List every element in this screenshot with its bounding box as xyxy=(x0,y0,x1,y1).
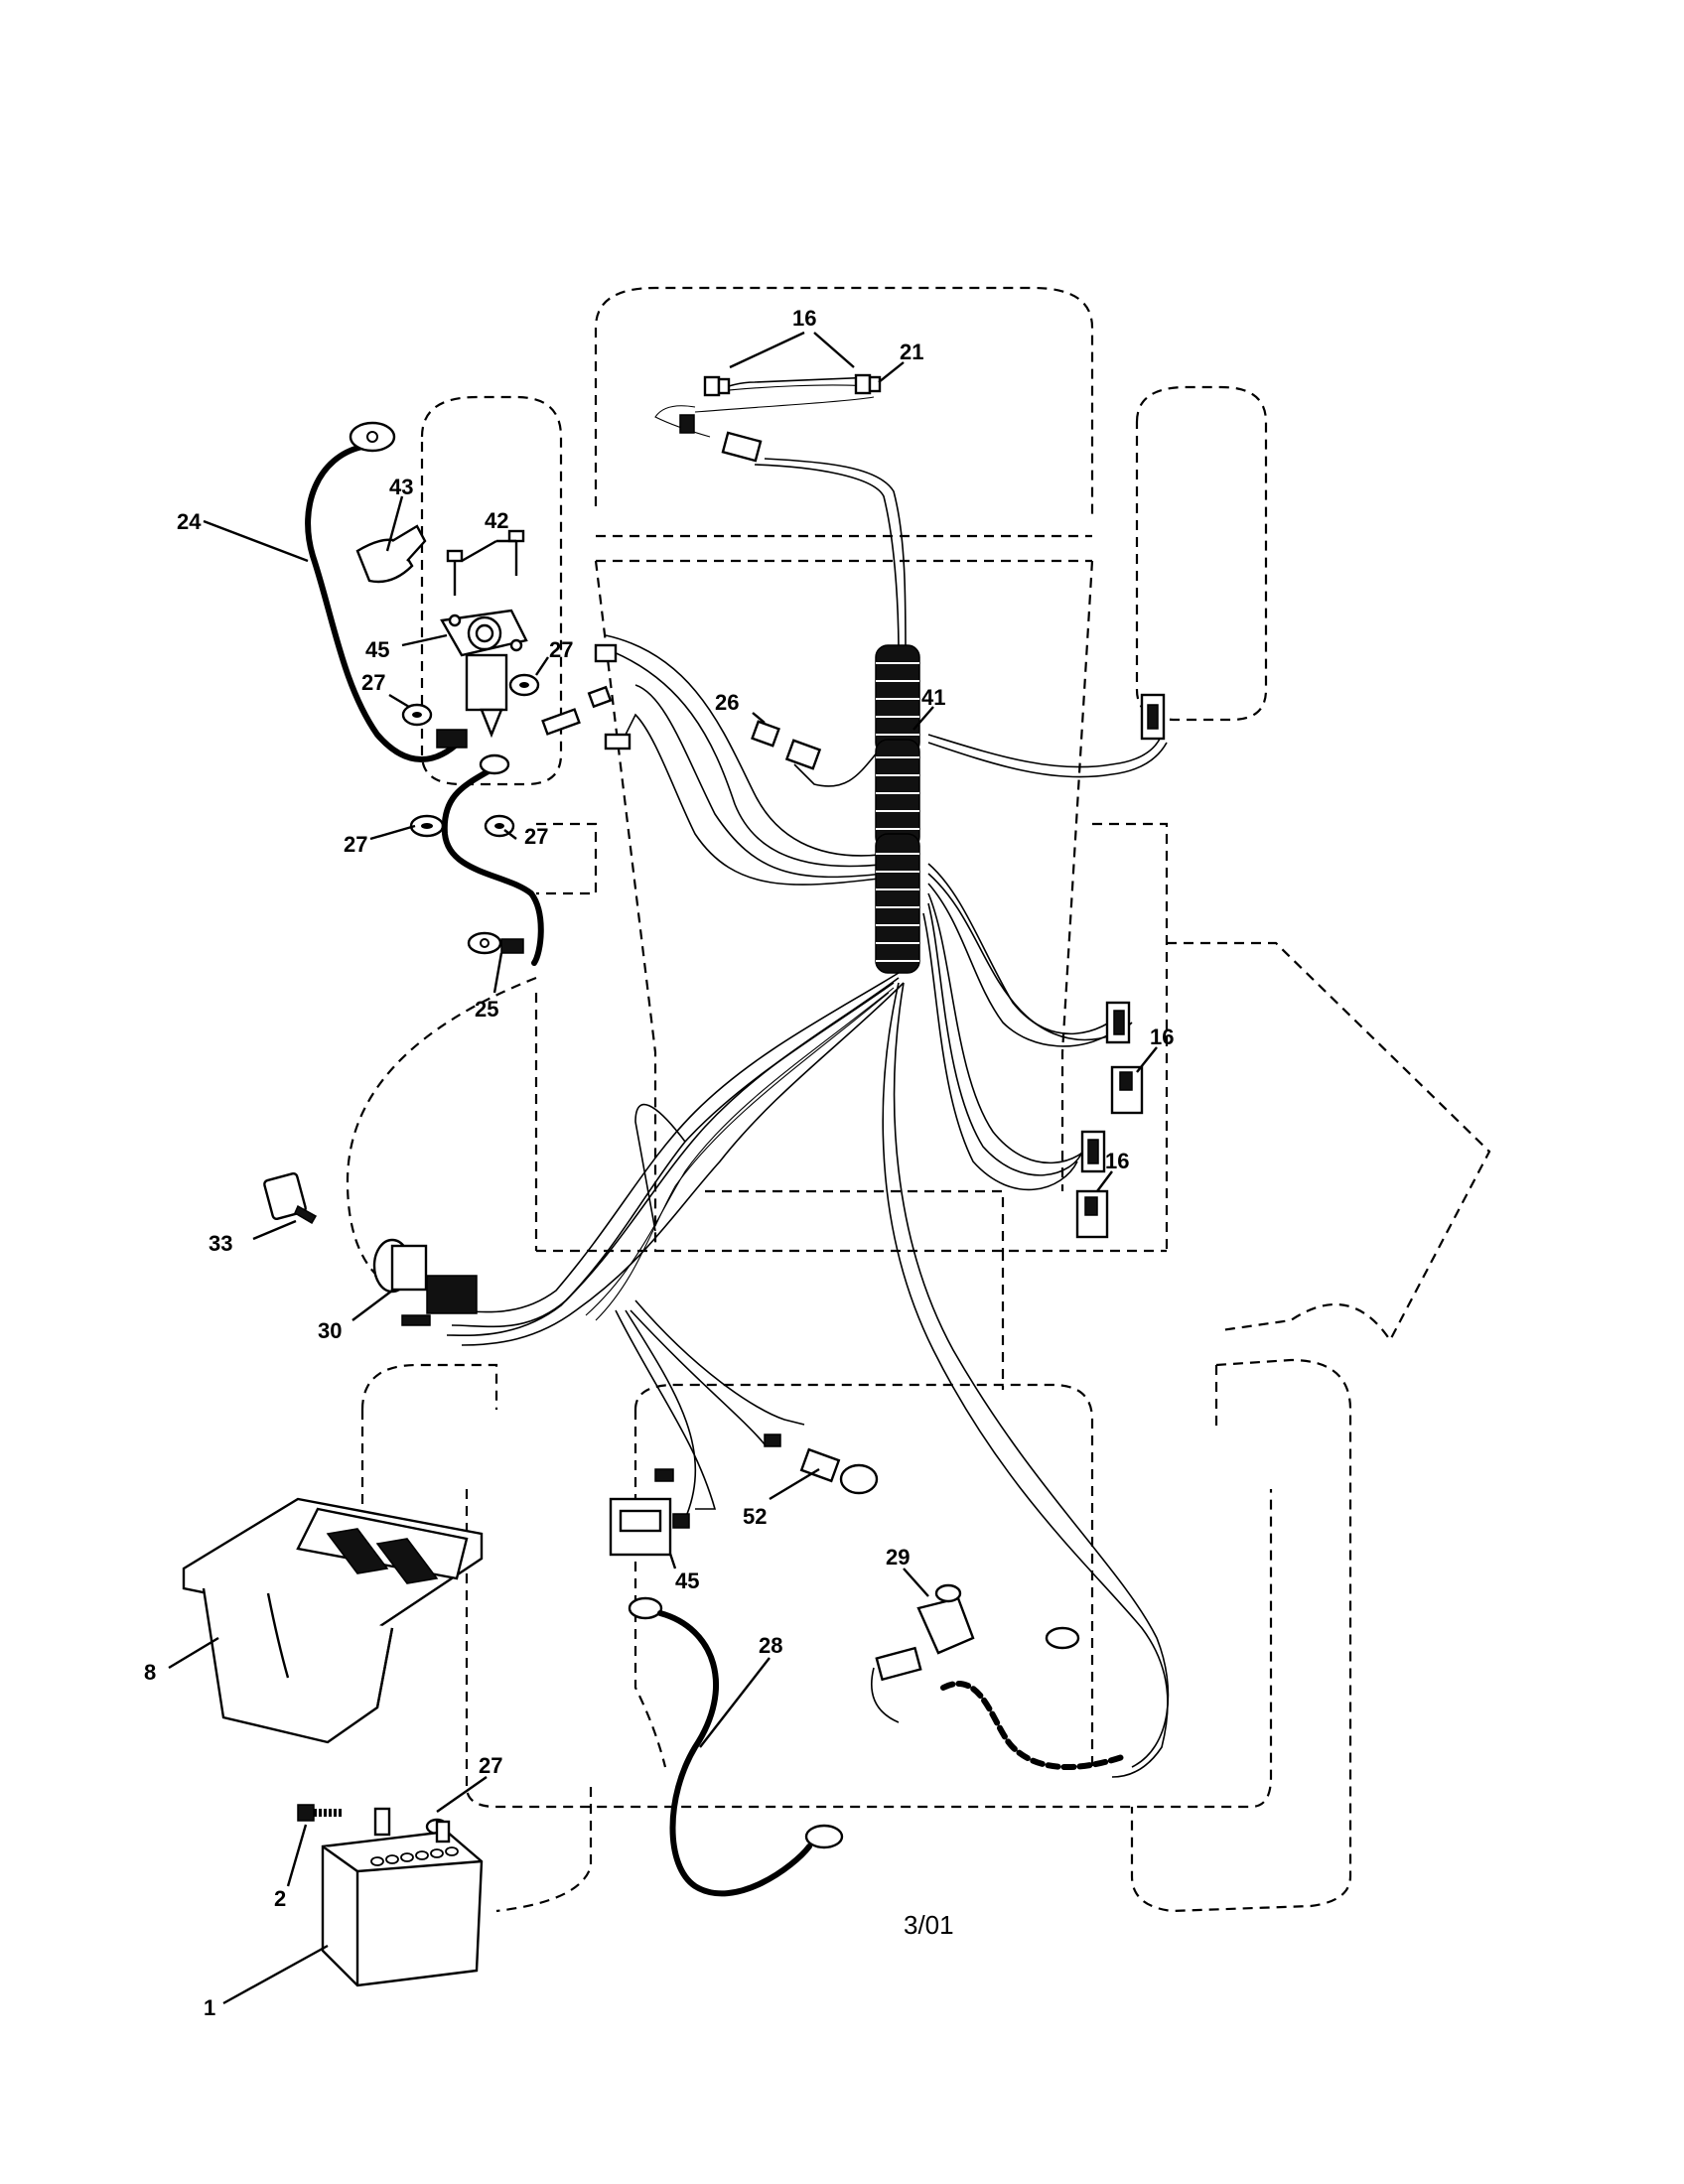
callouts: 16 21 24 43 42 45 27 27 27 27 25 26 41 1… xyxy=(144,306,1174,2020)
ignition-key-33 xyxy=(263,1171,318,1225)
callout-40: 41 xyxy=(921,685,945,710)
callout-16-upper: 16 xyxy=(1150,1024,1174,1049)
callout-29: 29 xyxy=(886,1545,910,1570)
callout-27-lower-right: 27 xyxy=(524,824,548,849)
callout-52: 52 xyxy=(743,1504,767,1529)
wire-loom-40 xyxy=(875,644,920,974)
terminal-boot-42 xyxy=(355,524,427,584)
ignition-switch-30 xyxy=(372,1238,478,1326)
callout-27-solenoid-left: 27 xyxy=(361,670,385,695)
hour-meter-45 xyxy=(609,1468,690,1557)
light-bulb-52 xyxy=(764,1433,879,1495)
callout-43: 45 xyxy=(365,637,389,662)
fuse-holder xyxy=(541,643,632,751)
callout-22: 16 xyxy=(792,306,816,331)
ground-cable-24 xyxy=(305,421,468,762)
seat-switches-16 xyxy=(1075,1001,1144,1239)
callout-24: 24 xyxy=(177,509,202,534)
leader-lines xyxy=(168,331,1158,2005)
callout-8: 8 xyxy=(144,1660,156,1685)
callout-21: 21 xyxy=(900,340,923,364)
battery-bolt-2 xyxy=(297,1804,343,1822)
callout-27-battery: 27 xyxy=(479,1753,502,1778)
callout-25: 25 xyxy=(475,997,498,1022)
positive-cable-25 xyxy=(441,753,544,966)
callout-45: 45 xyxy=(675,1569,699,1593)
bolts-41 xyxy=(446,529,525,596)
pto-switch-29 xyxy=(870,1583,1125,1770)
date-code: 3/01 xyxy=(904,1910,954,1940)
battery-box-8 xyxy=(182,1497,484,1744)
connectors-26 xyxy=(751,720,822,770)
callout-30: 30 xyxy=(318,1318,342,1343)
callout-42: 43 xyxy=(389,475,413,499)
callout-1: 1 xyxy=(204,1995,215,2020)
starter-solenoid-43 xyxy=(440,609,528,739)
callout-41: 42 xyxy=(485,508,508,533)
cable-28 xyxy=(628,1596,844,1897)
headlight-assembly xyxy=(679,373,882,463)
right-light-connector xyxy=(1140,693,1166,741)
callout-16-lower: 16 xyxy=(1105,1149,1129,1173)
wiring-harness xyxy=(446,376,1170,1778)
callout-33: 33 xyxy=(209,1231,232,1256)
callout-2: 2 xyxy=(274,1886,286,1911)
chassis-outline xyxy=(346,286,1491,1913)
callout-28: 28 xyxy=(759,1633,782,1658)
callout-27-lower-left: 27 xyxy=(344,832,367,857)
callout-26: 26 xyxy=(715,690,739,715)
battery-1 xyxy=(321,1807,484,1987)
callout-27-solenoid-right: 27 xyxy=(549,637,573,662)
